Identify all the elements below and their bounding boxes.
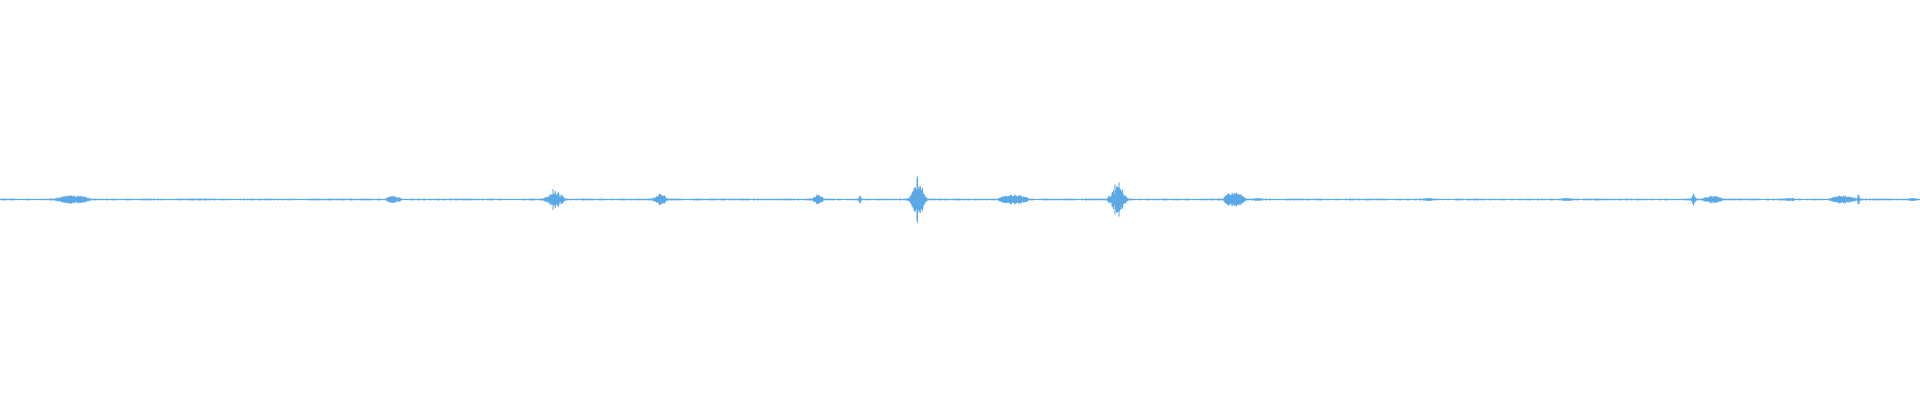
waveform-burst <box>1700 195 1726 204</box>
waveform-burst <box>1102 182 1132 217</box>
waveform-burst <box>1558 198 1576 201</box>
waveform-noise-floor <box>0 197 1919 202</box>
waveform-burst <box>1222 192 1248 207</box>
